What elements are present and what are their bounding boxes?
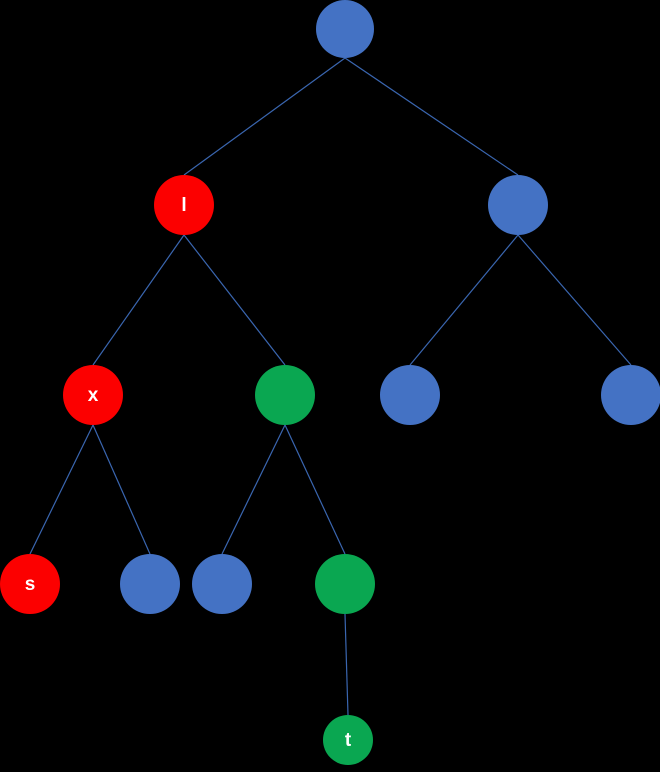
tree-node-n0[interactable] bbox=[316, 0, 374, 58]
tree-node-l[interactable]: l bbox=[154, 175, 214, 235]
tree-node-n2[interactable] bbox=[488, 175, 548, 235]
tree-node-s[interactable]: s bbox=[0, 554, 60, 614]
tree-node-label: t bbox=[344, 729, 352, 751]
tree-node-label: l bbox=[181, 194, 187, 216]
tree-node-x[interactable]: x bbox=[63, 365, 123, 425]
tree-node-n9[interactable] bbox=[192, 554, 252, 614]
tree-node-n4[interactable] bbox=[255, 365, 315, 425]
tree-node-t[interactable]: t bbox=[323, 715, 373, 765]
tree-node-n5[interactable] bbox=[380, 365, 440, 425]
tree-node-label: x bbox=[87, 384, 99, 406]
tree-node-n10[interactable] bbox=[315, 554, 375, 614]
tree-node-label: s bbox=[24, 573, 36, 595]
tree-node-n6[interactable] bbox=[601, 365, 660, 425]
tree-node-n8[interactable] bbox=[120, 554, 180, 614]
